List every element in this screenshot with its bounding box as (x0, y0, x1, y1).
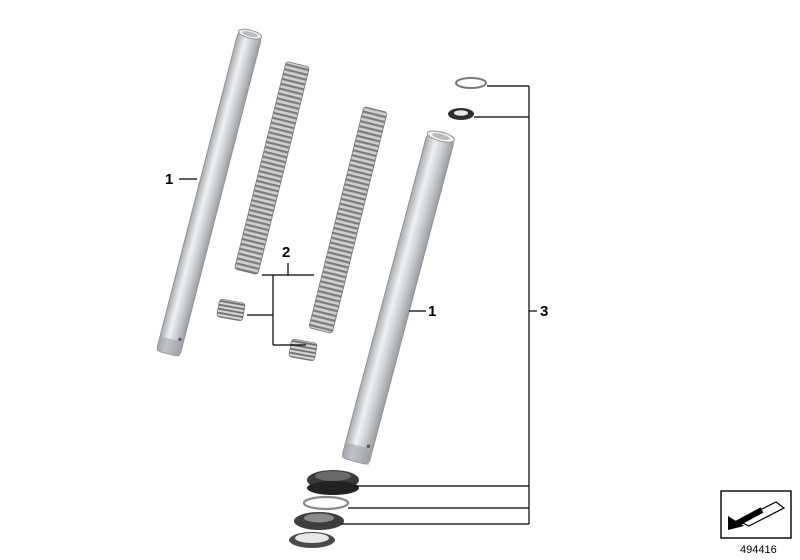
oil-seal (294, 512, 344, 530)
retaining-clip (302, 495, 350, 511)
dust-seal (307, 470, 359, 495)
leader-lines (179, 85, 537, 525)
short-spring-right (288, 338, 318, 362)
seal-ring-bottom (289, 532, 335, 548)
reorientation-arrow-icon (720, 490, 792, 539)
document-number: 494416 (740, 544, 777, 556)
callout-1-right: 1 (428, 303, 436, 320)
short-spring-left (216, 298, 246, 322)
callout-3: 3 (540, 303, 548, 320)
fork-spring-right (309, 106, 387, 334)
circlip-top (455, 77, 487, 89)
fork-tube-left (156, 28, 263, 357)
fork-spring-left (234, 61, 310, 275)
washer-top (448, 108, 474, 120)
callout-1-left: 1 (165, 171, 173, 188)
callout-2: 2 (282, 244, 290, 261)
fork-tube-right (341, 130, 455, 466)
